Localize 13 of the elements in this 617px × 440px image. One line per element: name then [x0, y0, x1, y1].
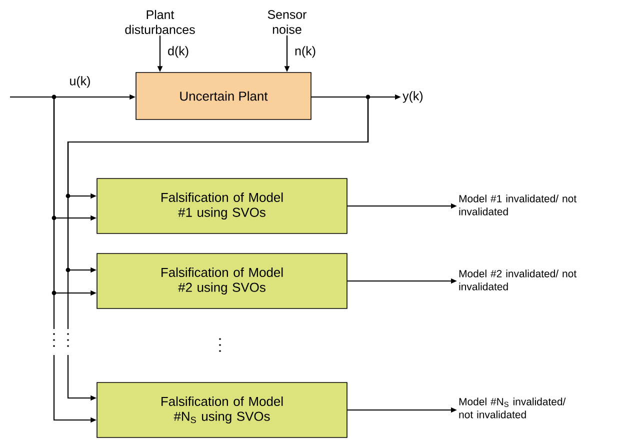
input-label: Sensor noise [268, 10, 307, 34]
process-box: Falsification of Model #2 using SVOs [96, 253, 348, 309]
signal-label: u(k) [70, 76, 90, 88]
input-label: Plant disturbances [125, 10, 195, 34]
result-text: Model #N$_{S}$ invalidated/ not invalidated [459, 398, 566, 418]
process-box: Falsification of Model #1 using SVOs [96, 178, 348, 234]
plant-box: Uncertain Plant [136, 72, 312, 120]
signal-label: d(k) [168, 46, 188, 58]
result-text: Model #2 invalidated/ not invalidated [459, 270, 576, 290]
signal-label: n(k) [295, 46, 316, 58]
signal-label: y(k) [402, 91, 423, 103]
result-text: Model #1 invalidated/ not invalidated [459, 194, 576, 216]
process-box: Falsification of Model #N$_{S}$ using SVOs [96, 382, 348, 438]
